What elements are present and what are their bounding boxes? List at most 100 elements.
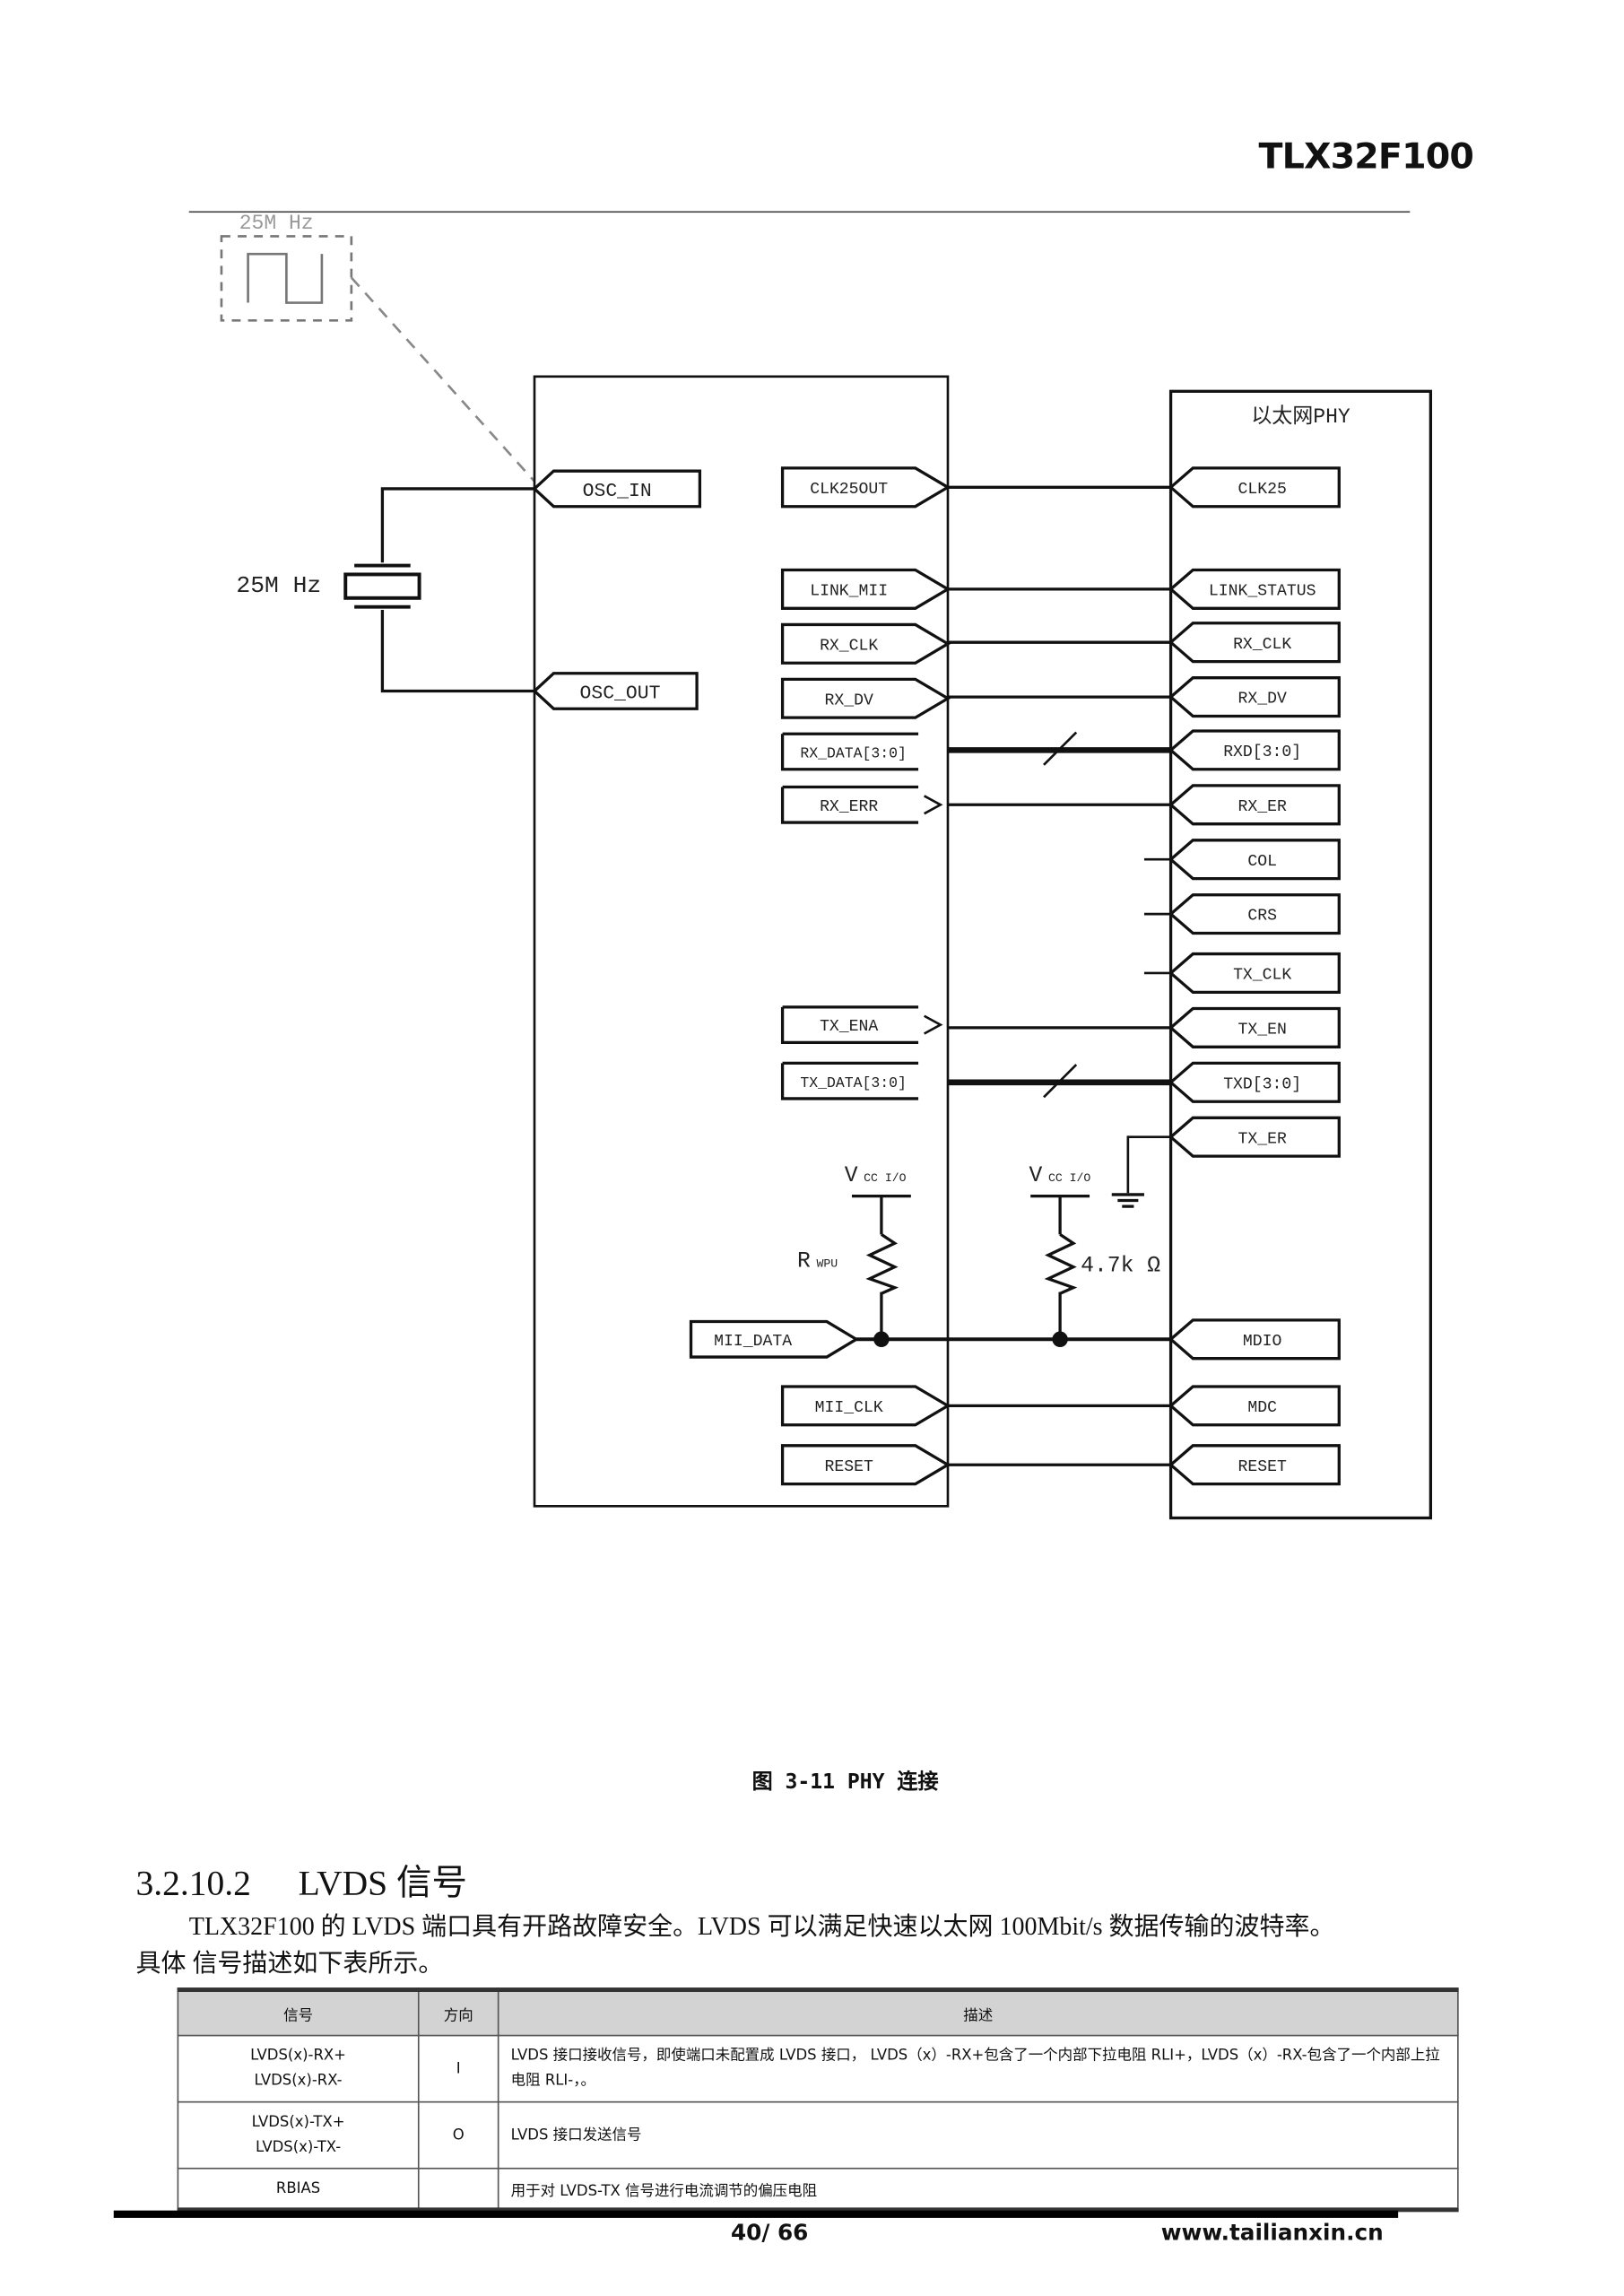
output-chevron-icon bbox=[924, 1014, 943, 1035]
bus-slash-icon bbox=[1043, 731, 1078, 766]
phy-pin-label: RX_CLK bbox=[1233, 636, 1291, 654]
vcc-label: V bbox=[845, 1163, 858, 1188]
crystal-icon bbox=[343, 563, 421, 609]
phy-pin-label: CLK25 bbox=[1238, 481, 1287, 499]
osc-in-label: OSC_IN bbox=[583, 481, 652, 502]
phy-pin-label: TX_EN bbox=[1238, 1021, 1287, 1039]
phy-pin-label: TXD[3:0] bbox=[1223, 1075, 1301, 1093]
phy-title: 以太网PHY bbox=[1251, 404, 1350, 429]
mcu-pin-label: MII_CLK bbox=[815, 1399, 883, 1417]
signal-cell: RBIAS bbox=[177, 2167, 420, 2211]
phy-pin-label: MDC bbox=[1247, 1399, 1277, 1417]
output-chevron-icon bbox=[924, 795, 943, 815]
phy-pin bbox=[1168, 1385, 1341, 1427]
vcc-sub: CC I/O bbox=[864, 1171, 906, 1185]
signal-name: LVDS(x)-TX- bbox=[255, 2139, 342, 2156]
phy-pin bbox=[1168, 676, 1341, 718]
phy-pin bbox=[1168, 729, 1341, 771]
resistor-4k7-icon bbox=[1044, 1233, 1078, 1295]
phy-pin bbox=[1168, 1116, 1341, 1158]
phy-pin bbox=[1168, 1006, 1341, 1048]
description-cell: 用于对 LVDS-TX 信号进行电流调节的偏压电阻 bbox=[497, 2167, 1459, 2211]
signal-cell: LVDS(x)-RX+ LVDS(x)-RX- bbox=[177, 2034, 420, 2103]
phy-pin-label: RESET bbox=[1238, 1458, 1287, 1476]
mcu-pin bbox=[780, 568, 951, 610]
description-cell: LVDS 接口接收信号，即使端口未配置成 LVDS 接口， LVDS（x）-RX… bbox=[497, 2034, 1459, 2103]
phy-pin-label: CRS bbox=[1247, 908, 1277, 926]
lvds-signal-table: 信号 方向 描述 LVDS(x)-RX+ LVDS(x)-RX- I LVDS 接… bbox=[177, 1987, 1459, 2213]
phy-pin bbox=[1168, 1061, 1341, 1103]
direction-cell: I bbox=[417, 2034, 499, 2103]
phy-pin-label: LINK_STATUS bbox=[1209, 582, 1316, 600]
phy-pin bbox=[1168, 1444, 1341, 1486]
mcu-pin bbox=[780, 1061, 919, 1100]
table-row: LVDS(x)-RX+ LVDS(x)-RX- I LVDS 接口接收信号，即使端… bbox=[177, 2034, 1459, 2103]
tx-er-ground-wire bbox=[1126, 1135, 1171, 1194]
direction-cell: O bbox=[417, 2100, 499, 2170]
phy-pin-label: COL bbox=[1247, 853, 1277, 871]
col-header-signal: 信号 bbox=[177, 1988, 420, 2037]
phy-pin bbox=[1168, 568, 1341, 610]
junction-dot bbox=[873, 1331, 890, 1348]
rwpu-label: R bbox=[797, 1249, 811, 1274]
signal-name: LVDS(x)-RX+ bbox=[250, 2048, 346, 2065]
mcu-pin bbox=[780, 677, 951, 719]
paragraph-line: TLX32F100 的 LVDS 端口具有开路故障安全。LVDS 可以满足快速以… bbox=[188, 1912, 1335, 1941]
page-number: 40/ 66 bbox=[730, 2219, 809, 2247]
signal-cell: LVDS(x)-TX+LVDS(x)-TX- bbox=[177, 2100, 420, 2170]
pin-mii-data bbox=[689, 1319, 860, 1359]
phy-pin-label: TX_CLK bbox=[1233, 967, 1291, 985]
footer-website: www.tailianxin.cn bbox=[1160, 2219, 1384, 2247]
mcu-pin-label: RX_ERR bbox=[820, 798, 878, 816]
signal-name: LVDS(x)-RX- bbox=[254, 2073, 343, 2090]
mcu-pin bbox=[780, 1385, 951, 1427]
phy-pin-label: RX_DV bbox=[1238, 691, 1287, 709]
table-row: LVDS(x)-TX+LVDS(x)-TX- O LVDS 接口发送信号 bbox=[177, 2100, 1459, 2170]
mcu-pin bbox=[780, 785, 919, 824]
body-paragraph: TLX32F100 的 LVDS 端口具有开路故障安全。LVDS 可以满足快速以… bbox=[135, 1908, 1538, 1981]
osc-out-label: OSC_OUT bbox=[580, 683, 661, 705]
phy-pin-label: RXD[3:0] bbox=[1223, 744, 1301, 761]
section-title: LVDS 信号 bbox=[298, 1865, 468, 1904]
mcu-pin-label: LINK_MII bbox=[810, 582, 888, 600]
mcu-pin-label: TX_DATA[3:0] bbox=[800, 1074, 906, 1091]
junction-dot bbox=[1052, 1331, 1068, 1348]
rwpu-sub: WPU bbox=[816, 1257, 838, 1271]
bus-slash-icon bbox=[1043, 1064, 1078, 1099]
mcu-pin bbox=[780, 466, 951, 509]
footer-divider bbox=[113, 2210, 1399, 2218]
col-header-description: 描述 bbox=[497, 1988, 1459, 2037]
vcc-sub: CC I/O bbox=[1048, 1171, 1090, 1185]
mcu-pin bbox=[780, 622, 951, 665]
phy-pin bbox=[1168, 622, 1341, 664]
vcc-label: V bbox=[1029, 1163, 1043, 1188]
direction-cell bbox=[417, 2167, 499, 2211]
phy-pin-label: MDIO bbox=[1243, 1333, 1281, 1351]
phy-block bbox=[1168, 389, 1433, 1520]
phy-pin bbox=[1168, 893, 1341, 935]
mcu-pin-label: CLK25OUT bbox=[810, 481, 888, 499]
figure-caption: 图 3-11 PHY 连接 bbox=[751, 1770, 939, 1795]
mcu-pin bbox=[780, 1444, 951, 1486]
mcu-pin-label: TX_ENA bbox=[820, 1018, 878, 1036]
table-row: RBIAS 用于对 LVDS-TX 信号进行电流调节的偏压电阻 bbox=[177, 2167, 1459, 2211]
document-title: TLX32F100 bbox=[1258, 135, 1474, 178]
phy-pin bbox=[1168, 784, 1341, 826]
paragraph-line: 具体 信号描述如下表所示。 bbox=[135, 1949, 444, 1978]
mcu-pin-label: RX_DATA[3:0] bbox=[800, 745, 906, 762]
resistor-wpu-icon bbox=[865, 1233, 899, 1295]
phy-pin-label: TX_ER bbox=[1238, 1130, 1287, 1148]
phy-pin bbox=[1168, 952, 1341, 995]
mcu-pin bbox=[780, 732, 919, 771]
square-wave-icon bbox=[247, 252, 324, 304]
phy-pin bbox=[1168, 1318, 1341, 1361]
description-cell: LVDS 接口发送信号 bbox=[497, 2100, 1459, 2170]
ground-icon bbox=[1111, 1193, 1144, 1208]
pullup-value: 4.7k Ω bbox=[1081, 1254, 1160, 1279]
mcu-block bbox=[533, 375, 950, 1508]
col-header-direction: 方向 bbox=[417, 1988, 499, 2037]
mcu-pin-label: RESET bbox=[825, 1458, 873, 1476]
osc-pins bbox=[532, 469, 702, 710]
